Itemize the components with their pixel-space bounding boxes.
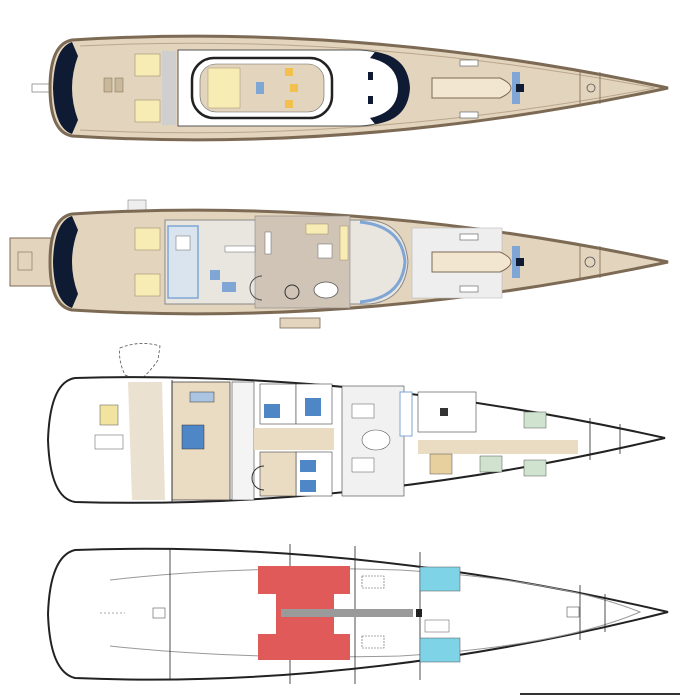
aft-table [175, 235, 191, 251]
main-deck-plan [9, 199, 669, 329]
platform-hatch [17, 251, 33, 271]
vent [368, 96, 373, 104]
deck-edge-line [79, 42, 656, 134]
sofa [222, 282, 236, 292]
access-hatch [566, 606, 580, 618]
tank-hatch [351, 403, 375, 419]
hatch [134, 99, 161, 123]
guest-bed [305, 398, 321, 416]
tank-hatch [361, 575, 385, 589]
windscreen-dark [370, 52, 410, 124]
tender [431, 77, 512, 99]
upper-deck-plan [31, 34, 669, 142]
spiral-stair [251, 465, 265, 491]
guest-bed [300, 460, 316, 472]
sofa [339, 225, 349, 261]
wheelhouse [359, 220, 407, 304]
stair-lobby [259, 451, 297, 497]
helm-seat [285, 68, 293, 76]
fuel-tank-starboard [258, 622, 350, 660]
coffee-table [317, 243, 333, 259]
side-boarding [279, 317, 321, 329]
tank-hatch [361, 635, 385, 649]
crew-table [429, 453, 453, 475]
skylight [459, 111, 479, 119]
sunlounger [114, 77, 124, 93]
utility-room [94, 434, 124, 450]
stove [440, 408, 448, 416]
mess-table [361, 429, 391, 451]
armchair [210, 270, 220, 280]
crew-bunk [479, 455, 503, 473]
water-tank-port [419, 566, 461, 592]
access-hatch [152, 607, 166, 619]
tender-garage [128, 382, 165, 500]
upper-deck-stern-dark [53, 42, 78, 134]
windlass [586, 83, 596, 93]
skylight [459, 59, 479, 67]
mast-base [516, 258, 524, 266]
round-table [284, 284, 300, 300]
fuel-tank-port [258, 566, 350, 606]
sofa [189, 391, 215, 403]
propeller-shaft [281, 609, 413, 617]
hatch [134, 53, 161, 77]
windlass [584, 256, 596, 268]
pump-unit [424, 619, 450, 633]
gearbox [416, 609, 422, 617]
bar-counter [224, 245, 256, 253]
tank-deck-plan [46, 544, 669, 684]
dining-table [313, 281, 339, 299]
engine-room [99, 404, 119, 426]
sunpad [207, 67, 241, 109]
water-tank-starboard [419, 637, 461, 663]
table [256, 82, 264, 94]
lower-deck-plan [46, 343, 666, 504]
tender [431, 251, 512, 273]
main-deck-stern-dark [53, 216, 78, 308]
guest-bed [264, 404, 280, 418]
spiral-stair [249, 275, 263, 301]
central-corridor [254, 428, 334, 450]
owner-bed [181, 424, 205, 450]
tank-hatch [351, 457, 375, 473]
crew-bunk [523, 459, 547, 477]
owner-bathroom [231, 381, 255, 501]
skylight [459, 285, 479, 293]
vent [368, 72, 373, 80]
hatch [134, 227, 161, 251]
davit-outline [119, 343, 161, 381]
mast-base [516, 84, 524, 92]
walkway [162, 51, 176, 125]
crew-corridor [418, 440, 578, 454]
helm-seat [285, 100, 293, 108]
bar-counter [264, 231, 272, 255]
galley-counter [399, 391, 413, 437]
skylight [459, 233, 479, 241]
helm-seat [290, 84, 298, 92]
sofa [305, 223, 329, 235]
hatch [134, 273, 161, 297]
crew-bunk [523, 411, 547, 429]
sunlounger [103, 77, 113, 93]
guest-bed [300, 480, 316, 492]
